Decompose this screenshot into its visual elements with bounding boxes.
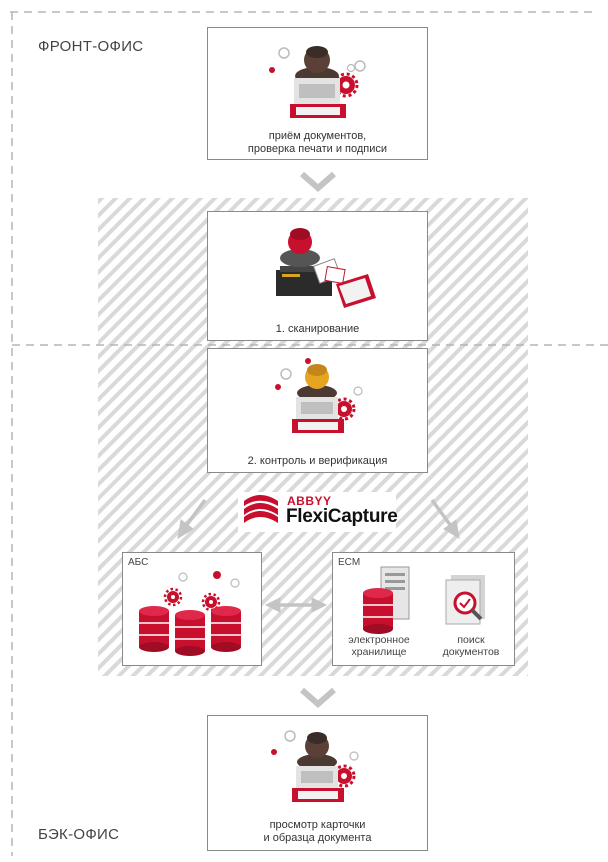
database-icon bbox=[139, 606, 169, 652]
storage-caption: электронное хранилище bbox=[348, 634, 410, 658]
logo-abbyy-text: ABBYY bbox=[287, 494, 332, 508]
review-step-box: просмотр карточки и образца документа bbox=[207, 715, 428, 851]
back-office-label: БЭК-ОФИС bbox=[38, 826, 120, 843]
abbyy-flexicapture-logo: ABBYY FlexiCapture bbox=[238, 492, 398, 532]
abs-label: АБС bbox=[128, 557, 149, 568]
ecm-illustration bbox=[363, 566, 485, 634]
verification-caption: 2. контроль и верификация bbox=[247, 455, 388, 467]
database-stack-illustration bbox=[139, 571, 241, 656]
gear-icon bbox=[333, 72, 359, 98]
abbyy-logo-icon bbox=[244, 495, 278, 523]
chevron-down-icon bbox=[300, 171, 336, 192]
verifier-illustration bbox=[275, 358, 363, 433]
scanner-illustration bbox=[276, 228, 376, 308]
reception-caption: приём документов, проверка печати и подп… bbox=[247, 130, 388, 155]
chevron-down-icon bbox=[300, 687, 336, 708]
gear-outline-icon bbox=[269, 47, 366, 73]
database-icon bbox=[175, 610, 205, 656]
logo-flexicapture-text: FlexiCapture bbox=[286, 506, 398, 527]
front-office-label: ФРОНТ-ОФИС bbox=[38, 38, 144, 55]
document-search-icon bbox=[445, 575, 485, 625]
database-icon bbox=[211, 606, 241, 652]
gear-icon bbox=[163, 571, 221, 612]
scanning-step-box: 1. сканирование bbox=[207, 211, 428, 341]
reviewer-illustration bbox=[271, 730, 359, 802]
reception-step-box: приём документов, проверка печати и подп… bbox=[207, 27, 428, 160]
operator-desk-illustration bbox=[269, 46, 366, 118]
ecm-system-box: ECM bbox=[332, 552, 515, 666]
abs-system-box: АБС bbox=[122, 552, 262, 666]
scanning-caption: 1. сканирование bbox=[275, 323, 360, 335]
verification-step-box: 2. контроль и верификация bbox=[207, 348, 428, 473]
review-caption: просмотр карточки и образца документа bbox=[263, 819, 372, 844]
ecm-label: ECM bbox=[338, 557, 361, 568]
search-caption: поиск документов bbox=[442, 634, 500, 658]
database-icon bbox=[363, 588, 393, 634]
